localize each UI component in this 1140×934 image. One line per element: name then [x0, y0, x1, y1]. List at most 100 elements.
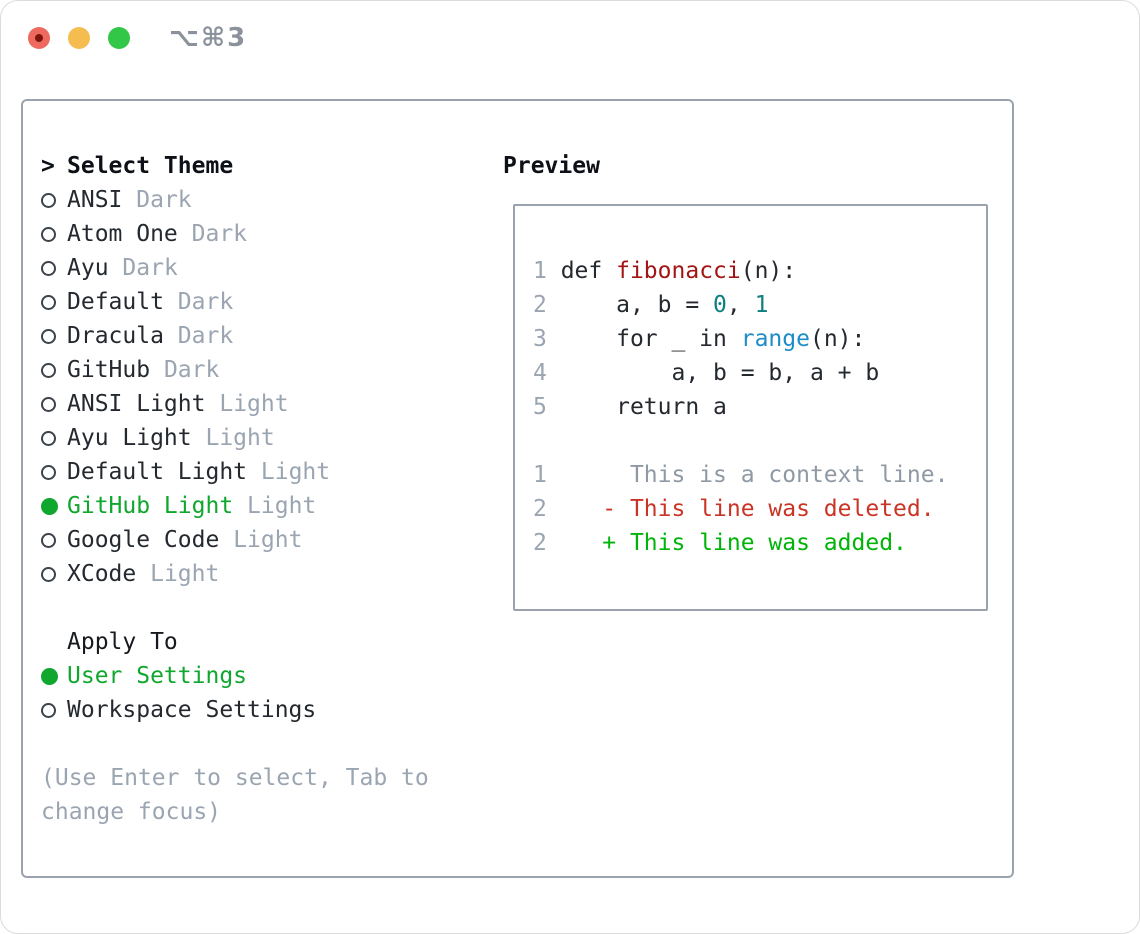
- code-token: a, b = b, a + b: [546, 360, 880, 386]
- theme-option-label: Default: [67, 289, 164, 315]
- theme-picker-header: > Select Theme: [41, 149, 481, 183]
- close-button[interactable]: [28, 27, 50, 49]
- code-line: 1 def fibonacci(n):: [533, 254, 986, 288]
- diff-added-line: 2 + This line was added.: [533, 526, 986, 560]
- theme-variant-label: Light: [247, 493, 317, 519]
- theme-option-ansi-dark[interactable]: ANSI Dark: [41, 183, 481, 217]
- apply-option-label: User Settings: [67, 663, 248, 689]
- radio-icon: [41, 702, 56, 718]
- theme-variant-label: Light: [150, 561, 220, 587]
- code-token: ,: [726, 292, 755, 318]
- theme-variant-label: Light: [219, 391, 289, 417]
- line-number: 1: [533, 462, 547, 488]
- apply-option-label: Workspace Settings: [67, 697, 317, 723]
- theme-option-label: Default Light: [67, 459, 248, 485]
- line-number: 2: [533, 292, 547, 318]
- theme-variant-label: Light: [233, 527, 303, 553]
- theme-option-label: Ayu: [67, 255, 109, 281]
- code-token: def: [546, 258, 617, 284]
- traffic-lights: [28, 27, 130, 49]
- diff-token: This is a context line.: [546, 462, 949, 488]
- theme-variant-label: Dark: [177, 289, 234, 315]
- theme-variant-label: Dark: [177, 323, 234, 349]
- theme-picker: > Select Theme ANSI Dark Atom One Dark A…: [41, 149, 481, 829]
- theme-picker-title: Select Theme: [67, 153, 234, 179]
- theme-variant-label: Light: [260, 459, 331, 485]
- radio-icon: [41, 192, 56, 208]
- theme-variant-label: Dark: [136, 187, 192, 213]
- theme-option-github-light[interactable]: GitHub Light Light: [41, 489, 481, 523]
- radio-icon: [41, 430, 56, 446]
- radio-icon: [41, 464, 56, 480]
- theme-option-label: Ayu Light: [67, 425, 192, 451]
- code-line: 5 return a: [533, 390, 986, 424]
- code-line: 2 a, b = 0, 1: [533, 288, 986, 322]
- minimize-button[interactable]: [68, 27, 90, 49]
- theme-option-default-dark[interactable]: Default Dark: [41, 285, 481, 319]
- theme-option-ayu-dark[interactable]: Ayu Dark: [41, 251, 481, 285]
- radio-icon: [41, 566, 56, 582]
- code-token: a, b =: [546, 292, 714, 318]
- preview-title: Preview: [503, 153, 600, 179]
- diff-context-line: 1 This is a context line.: [533, 458, 986, 492]
- apply-option-user-settings[interactable]: User Settings: [41, 659, 481, 693]
- apply-option-workspace-settings[interactable]: Workspace Settings: [41, 693, 481, 727]
- theme-option-label: ANSI Light: [67, 391, 206, 417]
- line-number: 1: [533, 258, 547, 284]
- diff-token: + This line was added.: [546, 530, 907, 556]
- line-number: 2: [533, 496, 547, 522]
- radio-icon: [41, 328, 56, 344]
- code-line: 3 for _ in range(n):: [533, 322, 986, 356]
- blank-line: [533, 424, 986, 458]
- diff-token: - This line was deleted.: [546, 496, 935, 522]
- line-number: 3: [533, 326, 547, 352]
- code-token: return a: [546, 394, 727, 420]
- theme-dialog-panel: > Select Theme ANSI Dark Atom One Dark A…: [21, 99, 1014, 878]
- code-line: 4 a, b = b, a + b: [533, 356, 986, 390]
- radio-icon: [41, 226, 56, 242]
- line-number: 2: [533, 530, 547, 556]
- theme-option-github-dark[interactable]: GitHub Dark: [41, 353, 481, 387]
- theme-variant-label: Dark: [163, 357, 220, 383]
- theme-option-atom-one-dark[interactable]: Atom One Dark: [41, 217, 481, 251]
- apply-to-title: Apply To: [67, 629, 178, 655]
- code-token: range: [740, 326, 810, 352]
- radio-icon: [41, 396, 56, 412]
- radio-icon: [41, 362, 56, 378]
- code-token: 0: [713, 292, 727, 318]
- radio-selected-icon: [41, 497, 58, 515]
- theme-option-label: Atom One: [67, 221, 178, 247]
- prompt-caret: >: [41, 153, 55, 179]
- zoom-button[interactable]: [108, 27, 130, 49]
- theme-option-dracula-dark[interactable]: Dracula Dark: [41, 319, 481, 353]
- theme-option-label: XCode: [67, 561, 137, 587]
- theme-option-label: GitHub: [67, 357, 151, 383]
- theme-variant-label: Light: [205, 425, 275, 451]
- theme-option-xcode-light[interactable]: XCode Light: [41, 557, 481, 591]
- radio-icon: [41, 260, 56, 276]
- window-shortcut-label: ⌥⌘3: [169, 23, 248, 53]
- apply-to-header: Apply To: [41, 625, 481, 659]
- radio-icon: [41, 294, 56, 310]
- code-token: 1: [754, 292, 769, 318]
- code-token: (n):: [740, 258, 797, 284]
- theme-option-label: GitHub Light: [67, 493, 234, 519]
- theme-option-ayu-light[interactable]: Ayu Light Light: [41, 421, 481, 455]
- line-number: 4: [533, 360, 547, 386]
- code-token: (n):: [809, 326, 866, 352]
- theme-option-label: Google Code: [67, 527, 220, 553]
- theme-option-label: ANSI: [67, 187, 123, 213]
- theme-option-ansi-light[interactable]: ANSI Light Light: [41, 387, 481, 421]
- theme-option-default-light[interactable]: Default Light Light: [41, 455, 481, 489]
- radio-selected-icon: [41, 667, 58, 685]
- diff-deleted-line: 2 - This line was deleted.: [533, 492, 986, 526]
- theme-option-google-code-light[interactable]: Google Code Light: [41, 523, 481, 557]
- preview-pane: 1 def fibonacci(n): 2 a, b = 0, 1 3 for …: [513, 204, 988, 611]
- radio-icon: [41, 532, 56, 548]
- line-number: 5: [533, 394, 547, 420]
- theme-variant-label: Dark: [191, 221, 248, 247]
- code-token: for _ in: [546, 326, 741, 352]
- code-token: fibonacci: [616, 258, 741, 284]
- theme-option-label: Dracula: [67, 323, 164, 349]
